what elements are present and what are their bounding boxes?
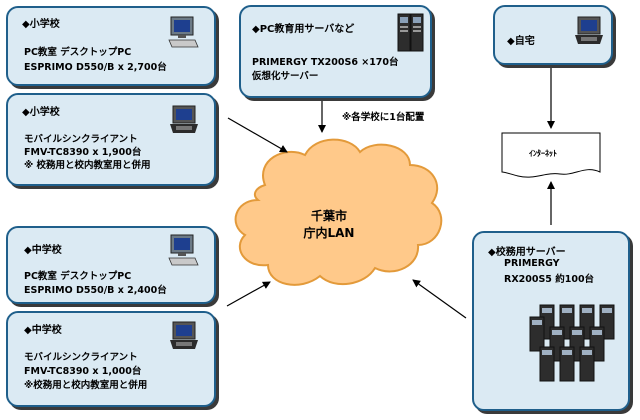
box-line: PC教室 デスクトップPC [24, 271, 132, 282]
internet-label: ｲﾝﾀｰﾈｯﾄ [529, 149, 557, 158]
rack-servers-icon [529, 304, 615, 382]
box-line: モバイルシンクライアント [24, 134, 138, 145]
box-title: ◆中学校 [24, 325, 62, 336]
box-title: ◆自宅 [507, 36, 535, 47]
box-line: PRIMERGY [504, 258, 560, 269]
box-line: PRIMERGY TX200S6 ×170台 [252, 57, 399, 68]
arrow-elem-mobile-to-lan [227, 117, 288, 153]
box-line: RX200S5 約100台 [504, 274, 595, 285]
box-line: ESPRIMO D550/B x 2,700台 [24, 62, 167, 73]
box-line: ※ 校務用と校内教室用と併用 [24, 160, 151, 171]
box-line: PC教室 デスクトップPC [24, 47, 132, 58]
tower-server-icon [397, 13, 424, 52]
arrow-admin-to-lan [412, 279, 467, 319]
lan-label-city: 千葉市 [310, 209, 347, 223]
box-title: ◆小学校 [22, 107, 60, 118]
box-line: 仮想化サーバー [252, 71, 319, 82]
admin-server-box: ◆校務用サーバー PRIMERGY RX200S5 約100台 [472, 231, 630, 411]
middle-pc-box: ◆中学校 PC教室 デスクトップPC ESPRIMO D550/B x 2,40… [6, 226, 216, 304]
laptop-icon [170, 321, 198, 349]
elementary-mobile-box: ◆小学校 モバイルシンクライアント FMV-TC8390 x 1,900台 ※ … [6, 93, 216, 186]
home-box: ◆自宅 [493, 5, 613, 65]
internet-shape [501, 132, 601, 178]
laptop-icon [575, 16, 603, 44]
box-line: モバイルシンクライアント [24, 352, 138, 363]
box-line: FMV-TC8390 x 1,000台 [24, 366, 142, 377]
box-line: FMV-TC8390 x 1,900台 [24, 147, 142, 158]
lan-cloud [234, 138, 443, 286]
education-server-box: ◆PC教育用サーバなど PRIMERGY TX200S6 ×170台 仮想化サー… [239, 5, 432, 98]
lan-label-lan: 庁内LAN [303, 226, 355, 240]
box-line: ESPRIMO D550/B x 2,400台 [24, 285, 167, 296]
laptop-icon [170, 105, 198, 133]
box-title: ◆小学校 [22, 19, 60, 30]
arrow-middle-to-lan [226, 281, 271, 307]
box-line: ※校務用と校内教室用と併用 [24, 380, 148, 391]
box-title: ◆校務用サーバー [488, 247, 566, 258]
middle-mobile-box: ◆中学校 モバイルシンクライアント FMV-TC8390 x 1,000台 ※校… [6, 311, 216, 407]
box-title: ◆中学校 [24, 245, 62, 256]
box-title: ◆PC教育用サーバなど [252, 24, 355, 35]
desktop-pc-icon [168, 234, 199, 266]
elementary-pc-box: ◆小学校 PC教室 デスクトップPC ESPRIMO D550/B x 2,70… [6, 6, 216, 86]
server-note: ※各学校に1台配置 [342, 112, 425, 123]
desktop-pc-icon [168, 16, 199, 48]
